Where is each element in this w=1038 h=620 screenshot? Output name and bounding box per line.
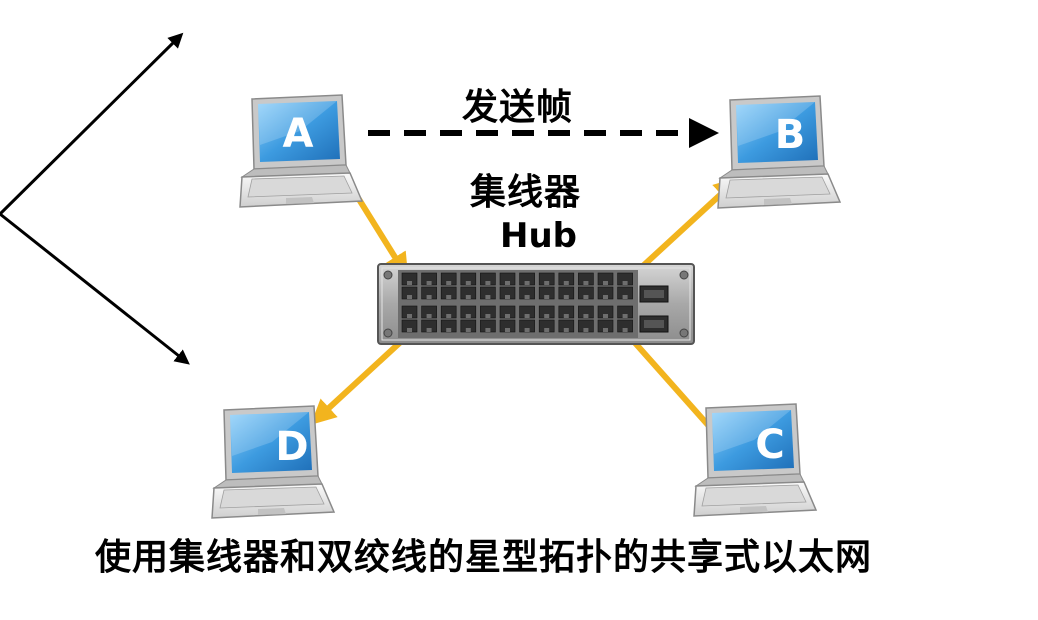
hub-port-notch bbox=[583, 328, 589, 332]
hub-label-en: Hub bbox=[500, 216, 577, 256]
hub-port-notch bbox=[407, 281, 412, 285]
hub-port-notch bbox=[563, 281, 569, 285]
hub-port-notch bbox=[544, 295, 550, 299]
send-frame-label: 发送帧 bbox=[462, 87, 574, 128]
hub-port-notch bbox=[583, 314, 589, 318]
laptop-a-letter: A bbox=[283, 111, 314, 157]
hub-port-notch bbox=[505, 328, 510, 332]
hub-port-notch bbox=[485, 295, 491, 299]
hub-port-notch bbox=[524, 314, 530, 318]
hub-port-notch bbox=[622, 295, 628, 299]
hub-port-notch bbox=[603, 295, 608, 299]
laptop-d: D bbox=[211, 405, 335, 519]
hub-port-notch bbox=[465, 328, 471, 332]
hub-port-notch bbox=[524, 328, 530, 332]
hub-port-notch bbox=[407, 314, 412, 318]
hub-port-notch bbox=[603, 314, 608, 318]
hub-port-notch bbox=[485, 314, 491, 318]
laptop-b-letter: B bbox=[775, 112, 806, 158]
laptop-c-letter: C bbox=[755, 422, 784, 468]
hub-port-notch bbox=[622, 328, 628, 332]
laptop-a: A bbox=[239, 94, 363, 208]
hub-port-notch bbox=[622, 314, 628, 318]
hub-port-notch bbox=[583, 295, 589, 299]
hub-port-notch bbox=[544, 314, 550, 318]
hub-port-notch bbox=[426, 314, 432, 318]
hub-port-notch bbox=[583, 281, 589, 285]
hub-port-notch bbox=[446, 328, 452, 332]
hub-port-notch bbox=[465, 295, 471, 299]
laptop-c: C bbox=[693, 403, 817, 517]
bracket-arrow-down bbox=[0, 212, 190, 365]
hub-port-notch bbox=[465, 281, 471, 285]
hub-port-notch bbox=[544, 281, 550, 285]
laptop-b: B bbox=[717, 95, 841, 209]
link-hub-b bbox=[629, 177, 740, 279]
hub-port-notch bbox=[446, 281, 452, 285]
hub-port-notch bbox=[426, 281, 432, 285]
hub-port-notch bbox=[446, 314, 452, 318]
hub-port-notch bbox=[544, 328, 550, 332]
hub-port-notch bbox=[563, 295, 569, 299]
hub-port-notch bbox=[505, 295, 510, 299]
bracket-arrows bbox=[0, 32, 190, 365]
hub-port-notch bbox=[485, 328, 491, 332]
hub-label-cn: 集线器 bbox=[470, 172, 582, 213]
laptop-d-letter: D bbox=[275, 424, 308, 470]
hub-port-notch bbox=[426, 295, 432, 299]
diagram-caption: 使用集线器和双绞线的星型拓扑的共享式以太网 bbox=[95, 537, 873, 578]
link-hub-d bbox=[310, 334, 409, 425]
hub-port-notch bbox=[524, 295, 530, 299]
hub-port-notch bbox=[465, 314, 471, 318]
hub-port-notch bbox=[563, 314, 569, 318]
hub-port-notch bbox=[407, 328, 412, 332]
hub-port-notch bbox=[524, 281, 530, 285]
hub-port-notch bbox=[505, 314, 510, 318]
hub-port-notch bbox=[446, 295, 452, 299]
hub-port-notch bbox=[622, 281, 628, 285]
hub-port-notch bbox=[426, 328, 432, 332]
hub-port-notch bbox=[485, 281, 491, 285]
hub-port-notch bbox=[603, 281, 608, 285]
hub-device bbox=[377, 263, 695, 345]
bracket-arrow-up bbox=[0, 32, 184, 216]
hub-port-notch bbox=[603, 328, 608, 332]
hub-port-notch bbox=[505, 281, 510, 285]
hub-port-notch bbox=[563, 328, 569, 332]
hub-port-notch bbox=[407, 295, 412, 299]
